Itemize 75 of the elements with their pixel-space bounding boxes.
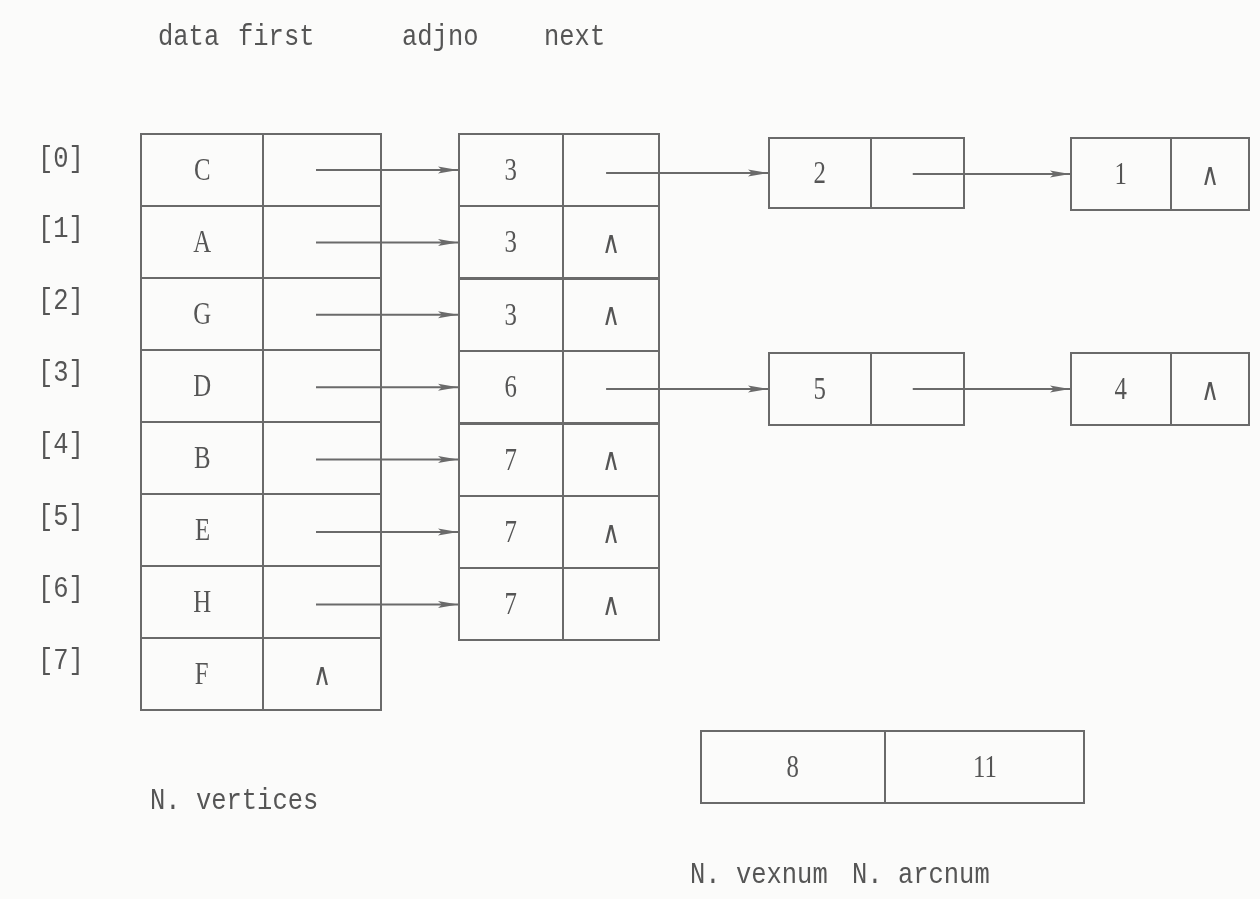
pointer-arrow bbox=[315, 383, 459, 391]
pointer-arrow bbox=[315, 311, 459, 319]
list-node bbox=[700, 730, 1085, 804]
list-node bbox=[458, 567, 660, 642]
cell-value: C bbox=[193, 152, 211, 188]
list-node bbox=[768, 352, 965, 426]
list-node bbox=[458, 495, 660, 569]
pointer-arrow bbox=[315, 238, 459, 246]
field-name: N. arcnum bbox=[852, 858, 990, 892]
list-node bbox=[1070, 137, 1250, 211]
cell-value: 5 bbox=[813, 371, 827, 407]
cell-value: H bbox=[193, 584, 211, 620]
pointer-arrow bbox=[315, 166, 459, 174]
null-pointer: ∧ bbox=[1200, 370, 1220, 408]
table-caption: N. vertices bbox=[150, 784, 319, 818]
pointer-arrow bbox=[605, 169, 769, 177]
table-row bbox=[140, 205, 382, 279]
field-header: adjno bbox=[402, 20, 479, 54]
table-row bbox=[140, 277, 382, 351]
list-node bbox=[458, 277, 660, 352]
cell-value: 1 bbox=[1114, 156, 1128, 192]
pointer-arrow bbox=[315, 528, 459, 536]
null-pointer: ∧ bbox=[601, 513, 621, 551]
pointer-arrow bbox=[315, 600, 459, 608]
table-row bbox=[140, 493, 382, 567]
index-label: [4] bbox=[38, 428, 84, 462]
cell-value: 3 bbox=[504, 296, 518, 333]
table-row bbox=[140, 349, 382, 423]
field-header: data bbox=[158, 20, 220, 54]
cell-value: A bbox=[193, 224, 211, 260]
field-name: N. vexnum bbox=[690, 858, 828, 892]
cell-value: G bbox=[193, 296, 211, 332]
index-label: [7] bbox=[38, 644, 84, 678]
index-label: [2] bbox=[38, 284, 84, 318]
table-row bbox=[140, 421, 382, 495]
cell-value: 3 bbox=[504, 152, 518, 188]
index-label: [6] bbox=[38, 572, 84, 606]
pointer-arrow bbox=[911, 385, 1071, 393]
cell-value: 4 bbox=[1114, 371, 1128, 407]
cell-value: 7 bbox=[504, 586, 518, 623]
cell-value: 7 bbox=[504, 514, 518, 550]
null-pointer: ∧ bbox=[601, 296, 621, 334]
field-header: next bbox=[544, 20, 606, 54]
list-node bbox=[458, 422, 660, 497]
pointer-arrow bbox=[315, 456, 459, 464]
table-row bbox=[140, 565, 382, 639]
index-label: [1] bbox=[38, 212, 84, 246]
null-pointer: ∧ bbox=[1200, 155, 1220, 193]
null-pointer: ∧ bbox=[601, 441, 621, 479]
cell-value: 6 bbox=[504, 369, 518, 406]
cell-value: 8 bbox=[786, 749, 800, 785]
list-node bbox=[458, 205, 660, 280]
cell-value: 2 bbox=[813, 155, 827, 191]
null-pointer: ∧ bbox=[601, 223, 621, 261]
cell-value: E bbox=[194, 512, 210, 548]
cell-value: D bbox=[193, 368, 211, 404]
list-node bbox=[1070, 352, 1250, 426]
list-node bbox=[768, 137, 965, 209]
index-label: [0] bbox=[38, 142, 84, 176]
list-node bbox=[458, 350, 660, 425]
cell-value: B bbox=[193, 440, 211, 476]
pointer-arrow bbox=[605, 385, 769, 393]
index-label: [5] bbox=[38, 500, 84, 534]
table-row bbox=[140, 133, 382, 207]
index-label: [3] bbox=[38, 356, 84, 390]
null-pointer: ∧ bbox=[601, 585, 621, 623]
field-header: first bbox=[238, 20, 315, 54]
table-row bbox=[140, 637, 382, 711]
null-pointer: ∧ bbox=[312, 655, 332, 693]
cell-value: 3 bbox=[504, 224, 518, 261]
list-node bbox=[458, 133, 660, 207]
cell-value: F bbox=[195, 656, 209, 692]
pointer-arrow bbox=[911, 170, 1071, 178]
null-pointer: 11 bbox=[972, 749, 997, 785]
cell-value: 7 bbox=[504, 441, 518, 478]
